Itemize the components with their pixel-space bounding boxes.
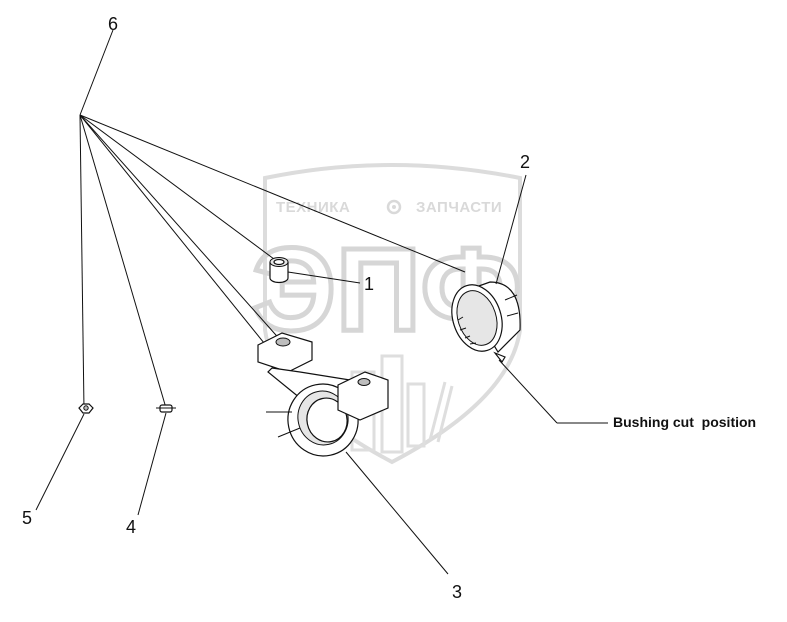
callout-4: 4 [126,517,136,537]
leader-callout-2 [495,174,527,285]
bushing-cut-position-note: Bushing cut position [613,414,756,430]
gear-icon [386,199,402,215]
watermark-right-word: ЗАПЧАСТИ [416,199,502,216]
part-1-sleeve[interactable] [269,257,289,284]
leader-callout-4 [137,412,167,516]
callout-5: 5 [22,508,32,528]
callout-6: 6 [108,14,118,34]
part-2-bushing[interactable] [444,278,521,358]
part-4-fitting[interactable] [156,404,176,413]
leader-callout-5 [35,413,85,511]
part-3-connecting-rod[interactable] [257,332,389,462]
leader-callout-1 [287,271,361,284]
callout-1: 1 [364,274,374,294]
callout-3: 3 [452,582,462,602]
callout-2: 2 [520,152,530,172]
part-5-nut[interactable] [78,403,94,414]
watermark-left-word: ТЕХНИКА [276,199,350,216]
leader-callout-3 [345,451,449,575]
bushing-cut-arrow-icon [493,351,506,364]
leader-bushing-cut [498,359,558,424]
